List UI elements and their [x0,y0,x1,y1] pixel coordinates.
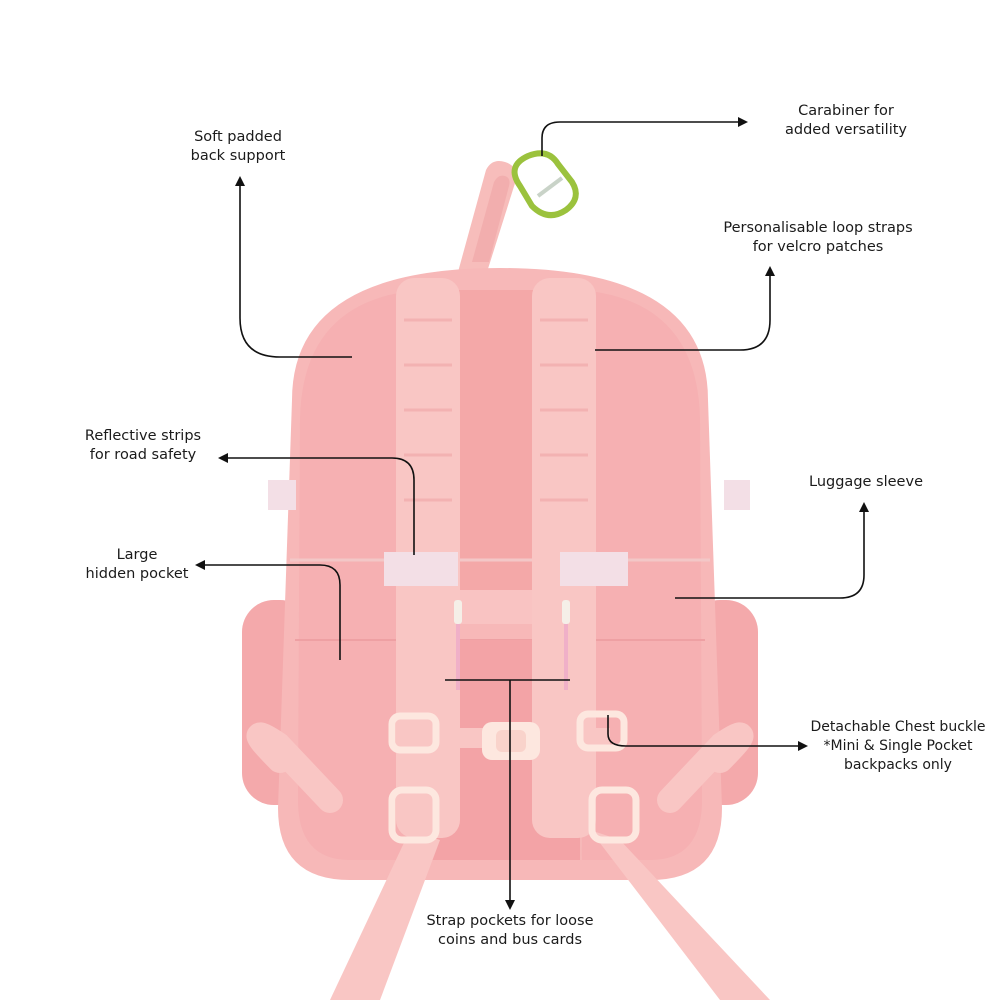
leader-reflective [218,453,415,555]
annotation-soft-padded-line2: back support [190,148,286,164]
leader-lines [195,117,869,910]
leader-carabiner [541,117,748,156]
annotation-loop-straps: Personalisable loop straps for velcro pa… [700,219,936,257]
lower-strap-left [330,830,440,1000]
annotation-carabiner: Carabiner for added versatility [752,102,940,140]
side-reflective-strip-left [268,480,296,510]
annotation-chest-buckle-line3: backpacks only [844,757,952,773]
chest-buckle-icon [482,722,540,760]
back-mesh-panel-left [298,290,420,860]
annotation-hidden-pocket: Large hidden pocket [64,546,210,584]
annotation-carabiner-line1: Carabiner for [798,103,894,119]
annotation-reflective-line2: for road safety [89,447,197,463]
side-strap-right [657,722,754,813]
adjuster-buckle-right [588,786,640,844]
slider-buckle-right [576,710,628,752]
annotation-luggage-line1: Luggage sleeve [809,474,923,490]
side-reflective-strip-right [724,480,750,510]
lower-strap-right [590,830,770,1000]
annotation-hidden-pocket-line2: hidden pocket [85,566,189,582]
top-handle-inner [472,175,510,262]
annotation-reflective-line1: Reflective strips [84,428,202,444]
leader-luggage [675,502,869,599]
slider-buckle-left [388,712,440,754]
leader-loop-straps [595,266,775,351]
leader-soft-padded [235,176,352,358]
annotation-carabiner-line2: added versatility [785,122,907,138]
strap-reflective-strip-right [560,552,628,586]
annotation-loop-straps-line1: Personalisable loop straps [723,220,913,236]
carabiner-icon [511,150,579,219]
annotation-strap-pockets: Strap pockets for loose coins and bus ca… [400,912,620,950]
leader-chest-buckle [607,715,808,751]
annotation-chest-buckle-line1: Detachable Chest buckle [810,719,986,735]
annotation-reflective: Reflective strips for road safety [66,427,220,465]
strap-reflective-strip-left [384,552,458,586]
annotation-soft-padded: Soft padded back support [170,128,306,166]
side-strap-left [246,722,343,813]
annotation-luggage: Luggage sleeve [790,473,942,492]
loop-straps-left [404,318,452,502]
annotation-hidden-pocket-line1: Large [116,547,158,563]
annotation-soft-padded-line1: Soft padded [194,129,282,145]
annotation-strap-pockets-line2: coins and bus cards [438,932,582,948]
annotation-chest-buckle-line2: *Mini & Single Pocket [823,738,973,754]
adjuster-buckle-left [388,786,440,844]
annotation-chest-buckle: Detachable Chest buckle *Mini & Single P… [798,718,998,775]
annotation-loop-straps-line2: for velcro patches [752,239,884,255]
leader-hidden-pocket [195,560,341,660]
annotation-strap-pockets-line1: Strap pockets for loose [426,913,594,929]
loop-straps-right [540,318,588,502]
